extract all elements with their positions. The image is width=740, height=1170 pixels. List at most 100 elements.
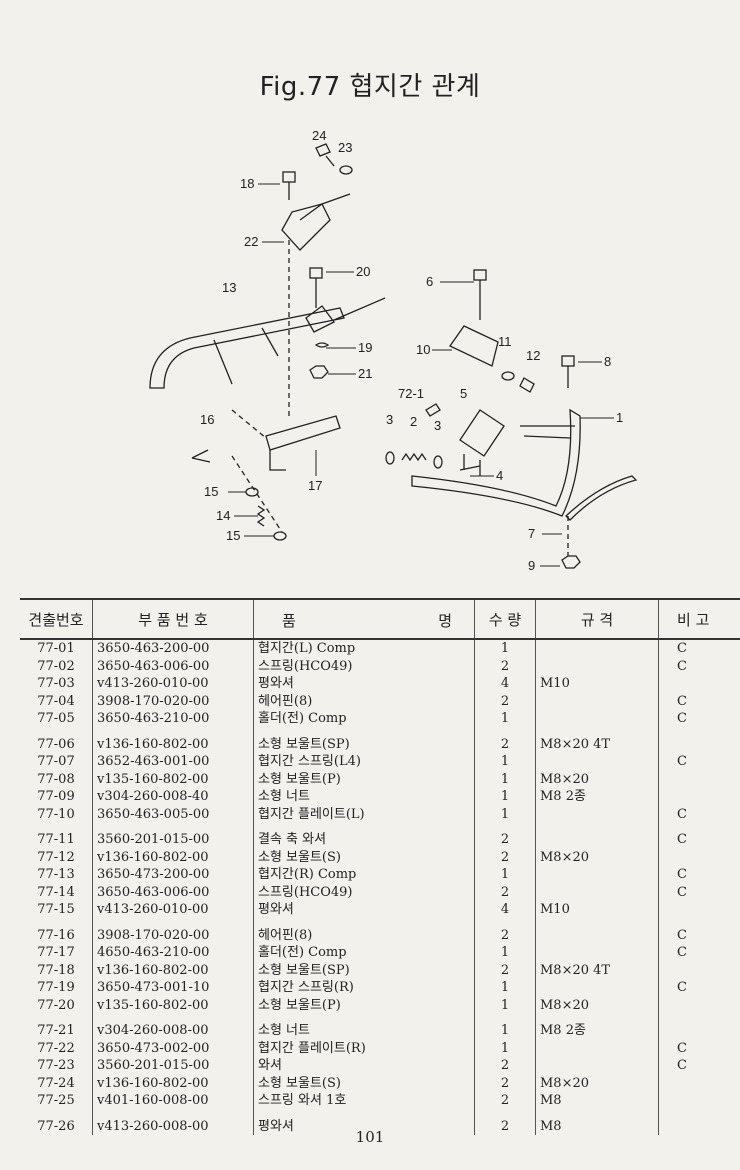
callout-3b: 3: [434, 418, 441, 433]
cell-quantity: 2: [474, 1092, 536, 1110]
cell-part-number: 3560-201-015-00: [92, 1057, 254, 1075]
cell-part-number: v136-160-802-00: [92, 727, 254, 753]
cell-spec: [535, 1039, 659, 1057]
cell-index-no: 77-09: [20, 788, 93, 806]
callout-17: 17: [308, 478, 322, 493]
cell-part-name: 소형 보울트(P): [253, 770, 475, 788]
header-remarks: 비 고: [658, 598, 740, 640]
cell-spec: [535, 657, 659, 675]
cell-part-name: 협지간(R) Comp: [253, 866, 475, 884]
cell-spec: [535, 866, 659, 884]
cell-spec: M8×20: [535, 1074, 659, 1092]
cell-part-name: 평와셔: [253, 901, 475, 919]
callout-2: 2: [410, 414, 417, 429]
figure-title: Fig.77 협지간 관계: [259, 72, 481, 102]
washer-15a: [245, 487, 259, 497]
cell-quantity: 1: [474, 710, 536, 728]
cell-index-no: 77-22: [20, 1039, 93, 1057]
cell-index-no: 77-04: [20, 692, 93, 710]
callout-4: 4: [496, 468, 503, 483]
callout-21: 21: [358, 366, 372, 381]
cell-quantity: 2: [474, 918, 536, 944]
callout-5: 5: [460, 386, 467, 401]
cell-part-number: v136-160-802-00: [92, 1074, 254, 1092]
cell-remarks: [659, 1014, 740, 1040]
cell-index-no: 77-21: [20, 1014, 93, 1040]
cell-spec: M8×20: [535, 770, 659, 788]
cell-part-number: 3650-473-001-10: [92, 979, 254, 997]
cell-part-name: 협지간 플레이트(L): [253, 805, 475, 823]
callout-19: 19: [358, 340, 372, 355]
cell-part-name: 홀더(전) Comp: [253, 944, 475, 962]
callout-16: 16: [200, 412, 214, 427]
cell-remarks: C: [677, 884, 687, 900]
page-number: 101: [355, 1128, 385, 1146]
cell-spec: [535, 753, 659, 771]
cell-remarks: C: [677, 641, 687, 656]
cell-remarks: C: [677, 927, 687, 943]
plate-17: [265, 415, 341, 471]
cell-spec: [535, 710, 659, 728]
cell-part-number: v135-160-802-00: [92, 996, 254, 1014]
cell-spec: [535, 944, 659, 962]
cell-index-no: 77-19: [20, 979, 93, 997]
callout-72-1: 72-1: [398, 386, 424, 401]
cell-quantity: 2: [474, 1057, 536, 1075]
cell-part-name: 협지간 스프링(R): [253, 979, 475, 997]
cell-quantity: 2: [474, 727, 536, 753]
rod-1: [411, 408, 581, 517]
cell-part-name: 결속 축 와셔: [253, 823, 475, 849]
cell-remarks: [659, 788, 740, 806]
nut-9: [561, 555, 581, 569]
cell-quantity: 2: [474, 692, 536, 710]
cell-quantity: 2: [474, 883, 536, 901]
cell-quantity: 1: [474, 753, 536, 771]
cell-quantity: 2: [474, 848, 536, 866]
holder-5: [459, 409, 505, 476]
callout-3a: 3: [386, 412, 393, 427]
cell-spec: M8: [535, 1109, 659, 1135]
cell-spec: M8: [535, 1092, 659, 1110]
cell-index-no: 77-13: [20, 866, 93, 884]
header-spec: 규 격: [535, 598, 659, 640]
cell-quantity: 1: [474, 944, 536, 962]
cell-remarks: [659, 771, 740, 789]
cell-part-number: v136-160-802-00: [92, 848, 254, 866]
cell-part-name: 소형 보울트(S): [253, 848, 475, 866]
bolt-8: [561, 355, 575, 388]
cell-spec: M8×20: [535, 996, 659, 1014]
callout-13: 13: [222, 280, 236, 295]
callout-23: 23: [338, 140, 352, 155]
cell-part-name: 소형 보울트(SP): [253, 727, 475, 753]
cell-index-no: 77-11: [20, 823, 93, 849]
cell-index-no: 77-06: [20, 727, 93, 753]
cell-quantity: 1: [474, 979, 536, 997]
cell-spec: M10: [535, 675, 659, 693]
cell-quantity: 1: [474, 1039, 536, 1057]
cell-remarks: [659, 1075, 740, 1093]
cell-part-name: 소형 보울트(S): [253, 1074, 475, 1092]
cell-remarks: [659, 962, 740, 980]
cell-remarks: C: [677, 867, 687, 882]
exploded-parts-diagram: 24 23 18 22 20 13 19 21 16 17 15 14 15 6…: [149, 128, 638, 573]
cell-spec: [535, 639, 659, 658]
callout-22: 22: [244, 234, 258, 249]
cell-index-no: 77-01: [20, 639, 93, 658]
cell-index-no: 77-14: [20, 883, 93, 901]
callout-14: 14: [216, 508, 230, 523]
callout-9: 9: [528, 558, 535, 573]
cell-part-name: 소형 너트: [253, 788, 475, 806]
cell-quantity: 1: [474, 1014, 536, 1040]
cell-part-name: 스프링(HCO49): [253, 883, 475, 901]
header-quantity: 수 량: [474, 598, 536, 640]
header-part-name-left: 품: [282, 612, 296, 630]
cell-part-name: 평와셔: [253, 1109, 475, 1135]
